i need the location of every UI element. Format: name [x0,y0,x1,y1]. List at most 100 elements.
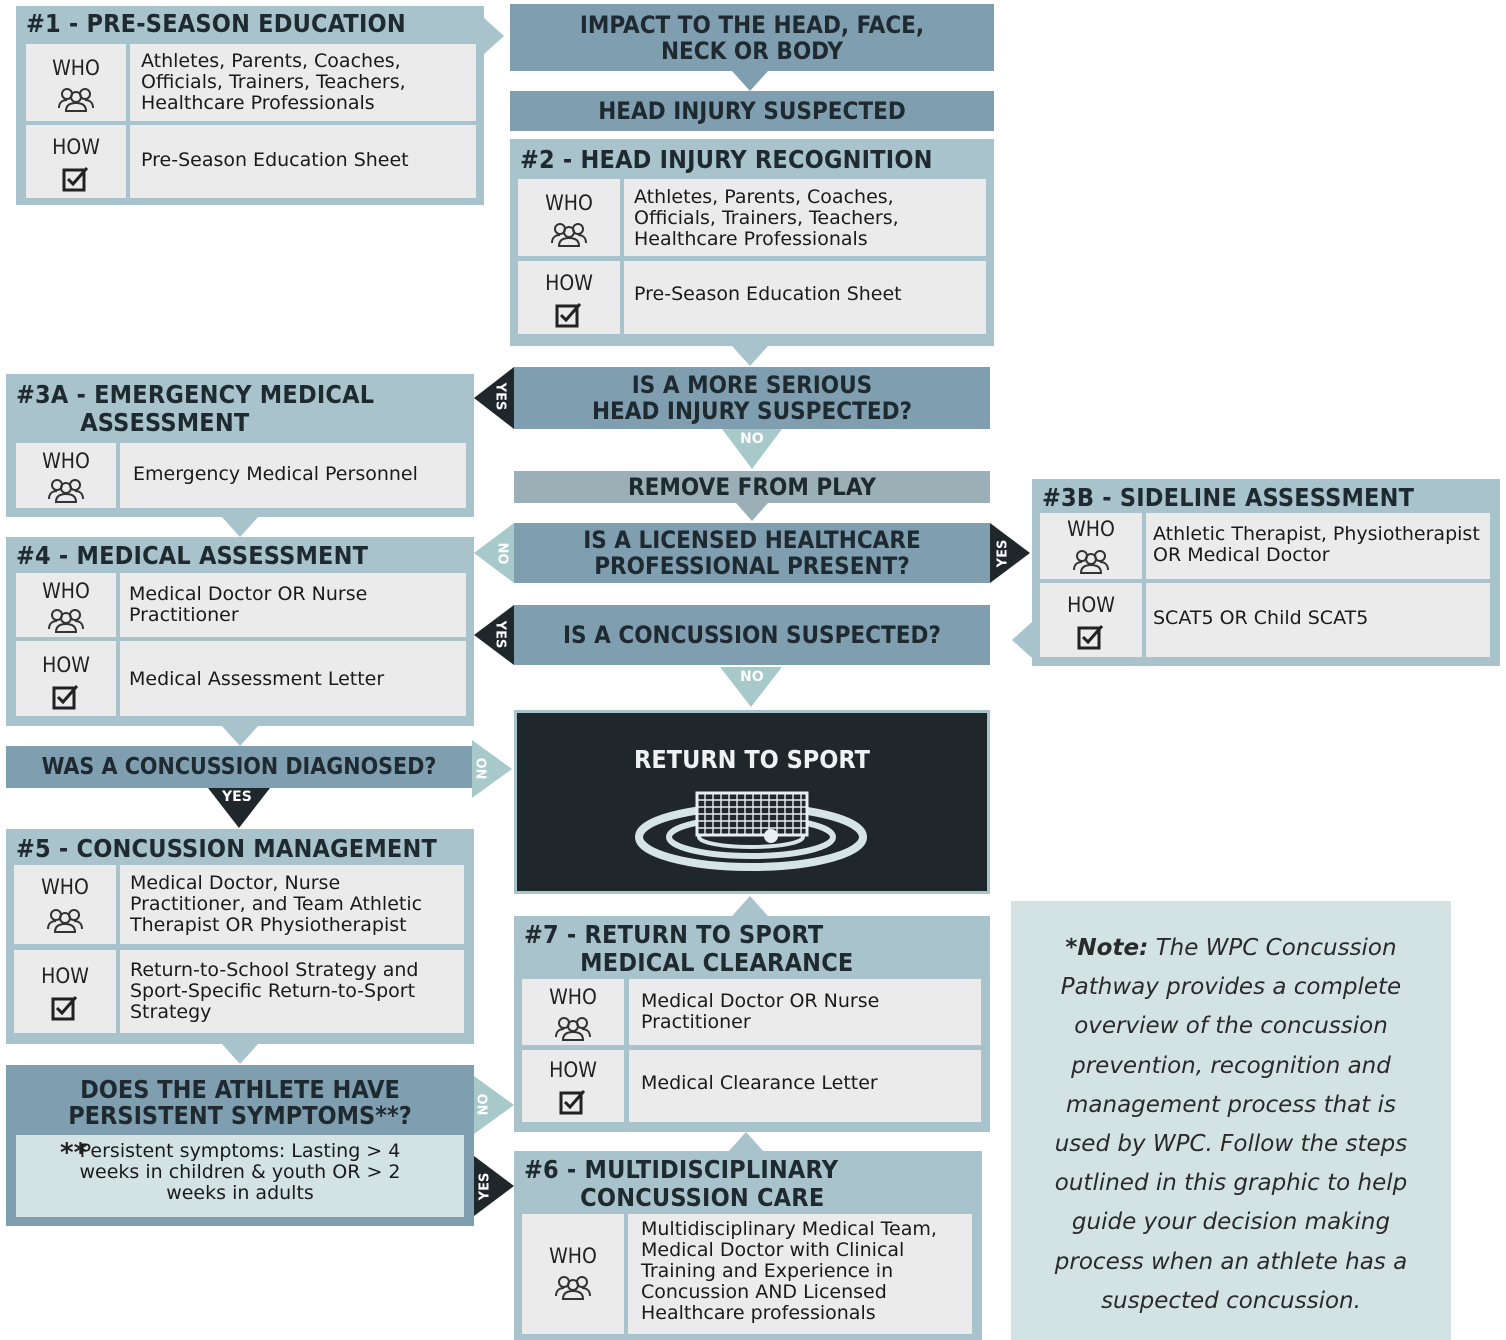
yes-arrow-right [474,1156,514,1216]
box1-who-cell: WHO [26,44,126,121]
box1-title: #1 - PRE-SEASON EDUCATION [26,9,406,38]
people-icon [47,909,83,933]
box1-who-text: Athletes, Parents, Coaches, Officials, T… [141,50,406,114]
how-label: HOW [52,135,100,159]
who-label: WHO [52,56,100,80]
arrow-down [222,726,258,746]
box3b-who-cell: WHO [1040,513,1142,579]
box7-how-text-cell: Medical Clearance Letter [629,1050,981,1122]
box4-who-text: Medical Doctor OR Nurse Practitioner [129,583,368,626]
box7-panel: #7 - RETURN TO SPORT MEDICAL CLEARANCE W… [514,916,990,1132]
yes-tag: YES [995,539,1011,568]
arrow-down [222,1044,258,1064]
people-icon [58,88,94,112]
box2-title: #2 - HEAD INJURY RECOGNITION [520,145,933,174]
box3b-panel: #3B - SIDELINE ASSESSMENT WHO Athletic T… [1032,479,1500,666]
box5-who-text-cell: Medical Doctor, Nurse Practitioner, and … [120,865,464,944]
yes-tag: YES [492,620,508,649]
who-label: WHO [549,985,597,1009]
yes-arrow-left [474,367,514,429]
no-arrow-down [722,429,782,469]
box5-title: #5 - CONCUSSION MANAGEMENT [16,834,438,863]
arrow-down [732,346,768,366]
box4-who-cell: WHO [16,573,116,637]
no-tag: NO [494,542,510,565]
people-icon [555,1276,591,1300]
box5-how-text: Return-to-School Strategy and Sport-Spec… [130,959,419,1023]
box2-how-text: Pre-Season Education Sheet [634,283,902,305]
no-arrow-right [474,1076,514,1134]
who-label: WHO [1067,517,1115,541]
who-label: WHO [42,579,90,603]
note-box: *Note: The WPC Concussion Pathway provid… [1011,901,1451,1340]
box1-who-text-cell: Athletes, Parents, Coaches, Officials, T… [130,44,476,121]
box5-how-cell: HOW [14,950,116,1033]
box3b-who-text-cell: Athletic Therapist, Physiotherapist OR M… [1146,513,1490,579]
box1-panel: #1 - PRE-SEASON EDUCATION WHO Athletes, … [16,6,484,205]
box7-how-cell: HOW [522,1050,624,1122]
soccer-goal-icon [635,791,867,871]
note-lead: *Note: [1065,935,1149,961]
no-arrow-right [472,740,512,798]
box3b-title: #3B - SIDELINE ASSESSMENT [1042,483,1415,512]
yes-arrow-down [208,788,270,828]
box3a-panel: #3A - EMERGENCY MEDICAL ASSESSMENT WHO E… [6,374,474,517]
persistent-box: DOES THE ATHLETE HAVE PERSISTENT SYMPTOM… [6,1065,474,1226]
impact-banner: IMPACT TO THE HEAD, FACE, NECK OR BODY [510,4,994,71]
people-icon [555,1017,591,1041]
question-serious-banner: IS A MORE SERIOUS HEAD INJURY SUSPECTED? [514,367,990,429]
box6-panel: #6 - MULTIDISCIPLINARY CONCUSSION CARE W… [514,1151,982,1340]
note-body: The WPC Concussion Pathway provides a co… [1054,935,1408,1314]
suspected-banner: HEAD INJURY SUSPECTED [510,91,994,131]
how-label: HOW [41,964,89,988]
who-label: WHO [42,449,90,473]
box4-panel: #4 - MEDICAL ASSESSMENT WHO Medical Doct… [6,537,474,726]
box7-title: #7 - RETURN TO SPORT MEDICAL CLEARANCE [524,920,854,977]
checkbox-icon [559,1090,586,1115]
yes-arrow-right [990,523,1030,583]
how-label: HOW [1067,593,1115,617]
box3a-who-text-cell: Emergency Medical Personnel [120,443,466,508]
box2-who-cell: WHO [518,179,620,256]
no-arrow-left [474,523,514,583]
yes-tag: YES [477,1172,493,1201]
remove-from-play-banner: REMOVE FROM PLAY [514,471,990,503]
box4-how-cell: HOW [16,641,116,716]
no-tag: NO [475,757,491,780]
no-tag: NO [476,1093,492,1116]
box1-how-cell: HOW [26,125,126,198]
people-icon [48,609,84,633]
who-label: WHO [545,191,593,215]
people-icon [551,223,587,247]
who-label: WHO [549,1244,597,1268]
box1-how-text-cell: Pre-Season Education Sheet [130,125,476,198]
arrow-up [728,1132,764,1152]
box2-who-text-cell: Athletes, Parents, Coaches, Officials, T… [624,179,986,256]
yes-tag: YES [492,382,508,411]
persistent-note-mark: ** [60,1138,88,1168]
how-label: HOW [545,271,593,295]
no-arrow-down [720,667,782,707]
question-concussion-banner: IS A CONCUSSION SUSPECTED? [514,605,990,665]
how-label: HOW [549,1058,597,1082]
no-tag: NO [740,669,764,685]
return-to-sport-box: RETURN TO SPORT [514,710,990,894]
question-licensed-banner: IS A LICENSED HEALTHCARE PROFESSIONAL PR… [514,523,990,583]
box6-who-text: Multidisciplinary Medical Team, Medical … [641,1218,937,1324]
box3b-how-text-cell: SCAT5 OR Child SCAT5 [1146,583,1490,657]
box2-how-text-cell: Pre-Season Education Sheet [624,261,986,334]
box3b-how-cell: HOW [1040,583,1142,657]
checkbox-icon [52,685,79,710]
box3b-who-text: Athletic Therapist, Physiotherapist OR M… [1153,523,1480,566]
box7-how-text: Medical Clearance Letter [641,1072,878,1094]
box1-how-text: Pre-Season Education Sheet [141,149,409,171]
box4-title: #4 - MEDICAL ASSESSMENT [16,541,369,570]
persistent-note-text: Persistent symptoms: Lasting > 4 weeks i… [79,1140,401,1204]
checkbox-icon [1077,625,1104,650]
box4-how-text: Medical Assessment Letter [129,668,385,690]
box7-who-cell: WHO [522,979,624,1045]
box5-panel: #5 - CONCUSSION MANAGEMENT WHO Medical D… [6,829,474,1044]
box7-who-text: Medical Doctor OR Nurse Practitioner [641,990,880,1033]
arrow-down [736,503,768,521]
box5-who-cell: WHO [14,865,116,944]
